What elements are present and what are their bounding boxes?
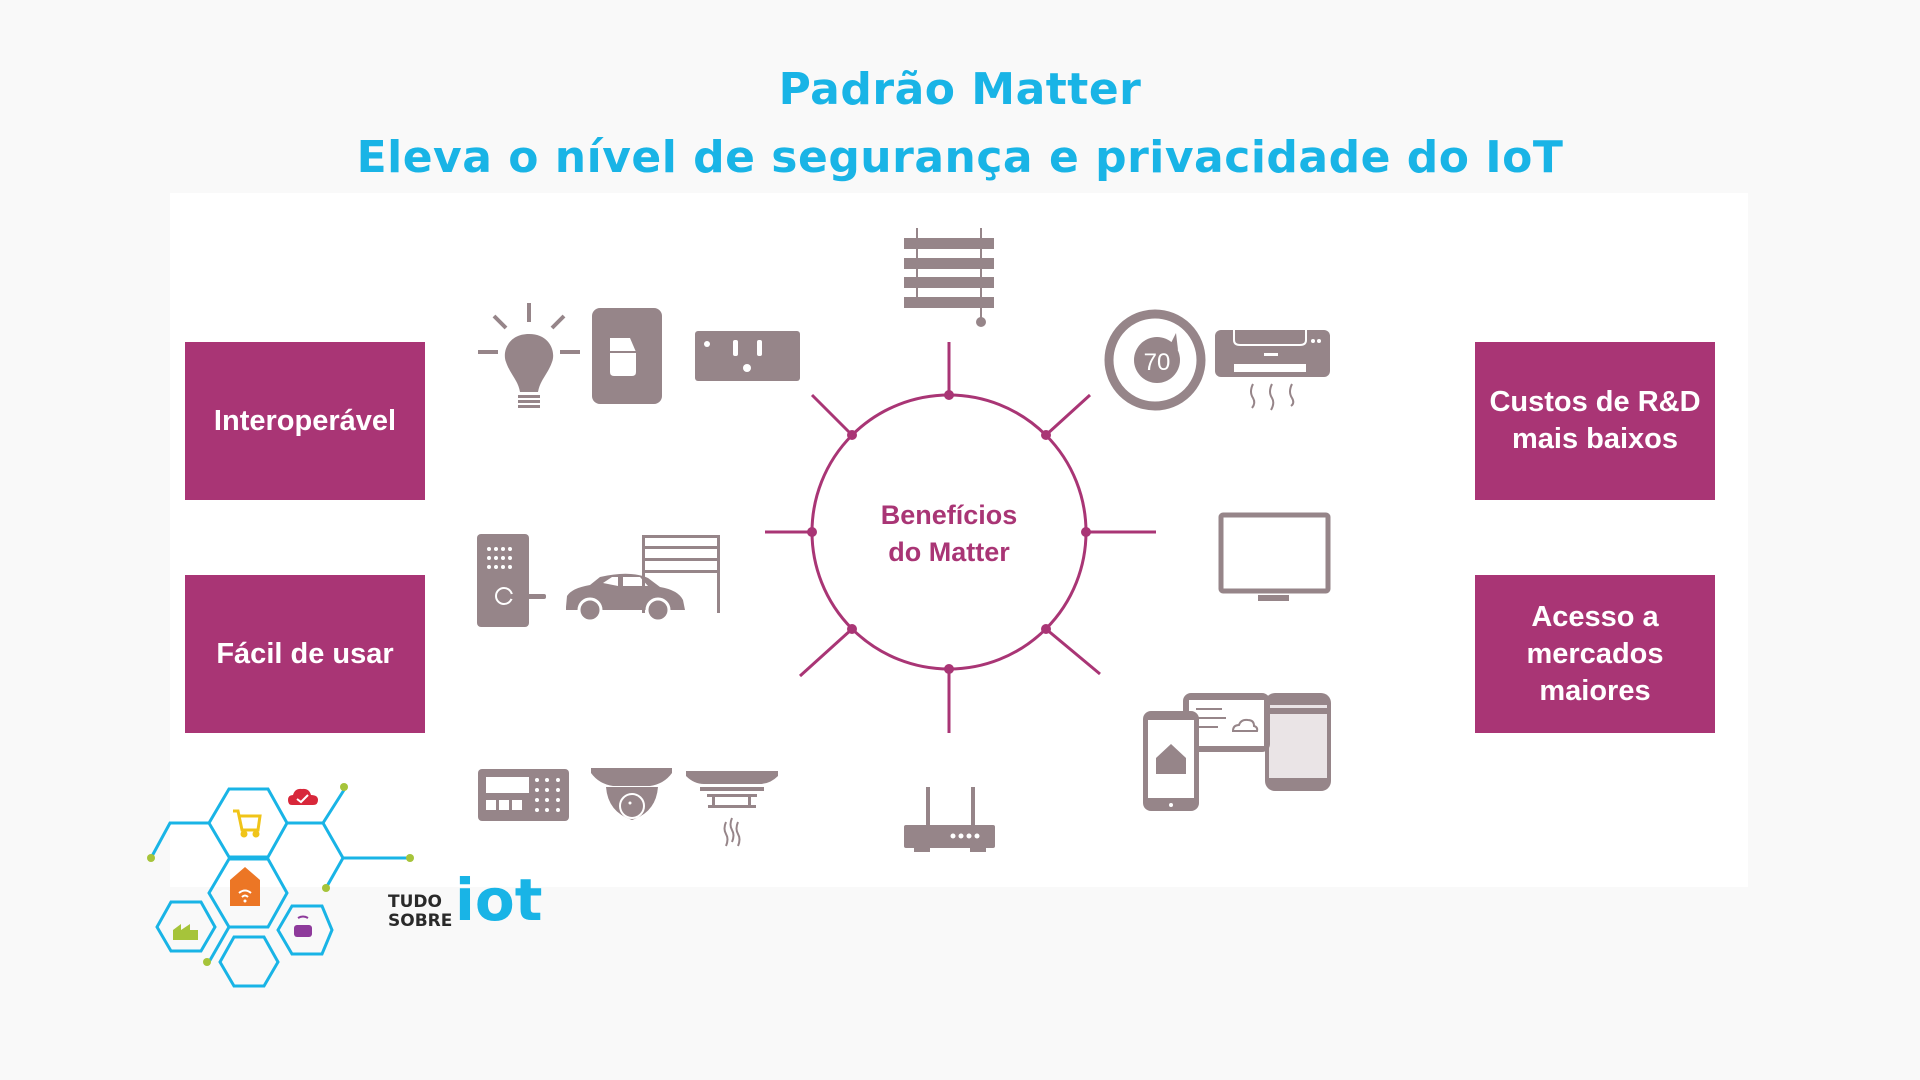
router-icon bbox=[904, 787, 995, 852]
alarm-keypad-icon bbox=[478, 769, 569, 821]
smart-home-icon bbox=[230, 867, 260, 906]
connected-car-icon bbox=[294, 915, 312, 937]
page-title: Padrão Matter bbox=[778, 64, 1142, 115]
smoke-detector-icon bbox=[686, 771, 778, 847]
phone-tablet-speaker-icon bbox=[1143, 693, 1331, 811]
smart-lock-icon bbox=[477, 534, 546, 627]
cloud-check-icon bbox=[288, 788, 318, 805]
logo-text-small: TUDO SOBRE bbox=[388, 892, 453, 931]
benefit-label: Fácil de usar bbox=[216, 637, 394, 670]
hub-label: Benefícios do Matter bbox=[880, 500, 1018, 567]
wall-switch-icon bbox=[592, 308, 662, 404]
benefit-label: Acesso a mercados maiores bbox=[1526, 600, 1664, 707]
diagram-panel bbox=[170, 193, 1748, 887]
benefit-card-interoperable: Interoperável bbox=[185, 342, 425, 500]
benefit-label: Custos de R&D mais baixos bbox=[1489, 386, 1701, 455]
benefit-card-easy-to-use: Fácil de usar bbox=[185, 575, 425, 733]
light-bulb-icon bbox=[478, 303, 580, 408]
logo-text-iot: iot bbox=[455, 866, 543, 934]
car-icon bbox=[566, 573, 685, 623]
cart-icon bbox=[233, 809, 262, 838]
logo-nodes bbox=[147, 783, 414, 966]
thermostat-value: 70 bbox=[1144, 349, 1171, 376]
thermostat-icon: 70 bbox=[1104, 309, 1206, 411]
page-subtitle: Eleva o nível de segurança e privacidade… bbox=[356, 132, 1564, 183]
window-blinds-icon bbox=[904, 228, 994, 327]
power-outlet-icon bbox=[695, 331, 800, 381]
benefit-label: Interoperável bbox=[213, 404, 397, 437]
tv-icon bbox=[1218, 512, 1331, 601]
hub-nodes bbox=[807, 390, 1091, 674]
garage-door-icon bbox=[642, 535, 720, 613]
factory-icon bbox=[173, 924, 198, 940]
tudo-sobre-iot-logo-graphic bbox=[149, 787, 410, 988]
benefit-card-lower-rd-costs: Custos de R&D mais baixos bbox=[1475, 342, 1715, 500]
security-camera-icon bbox=[591, 768, 672, 820]
air-conditioner-icon bbox=[1215, 330, 1330, 411]
benefit-card-larger-markets: Acesso a mercados maiores bbox=[1475, 575, 1715, 733]
